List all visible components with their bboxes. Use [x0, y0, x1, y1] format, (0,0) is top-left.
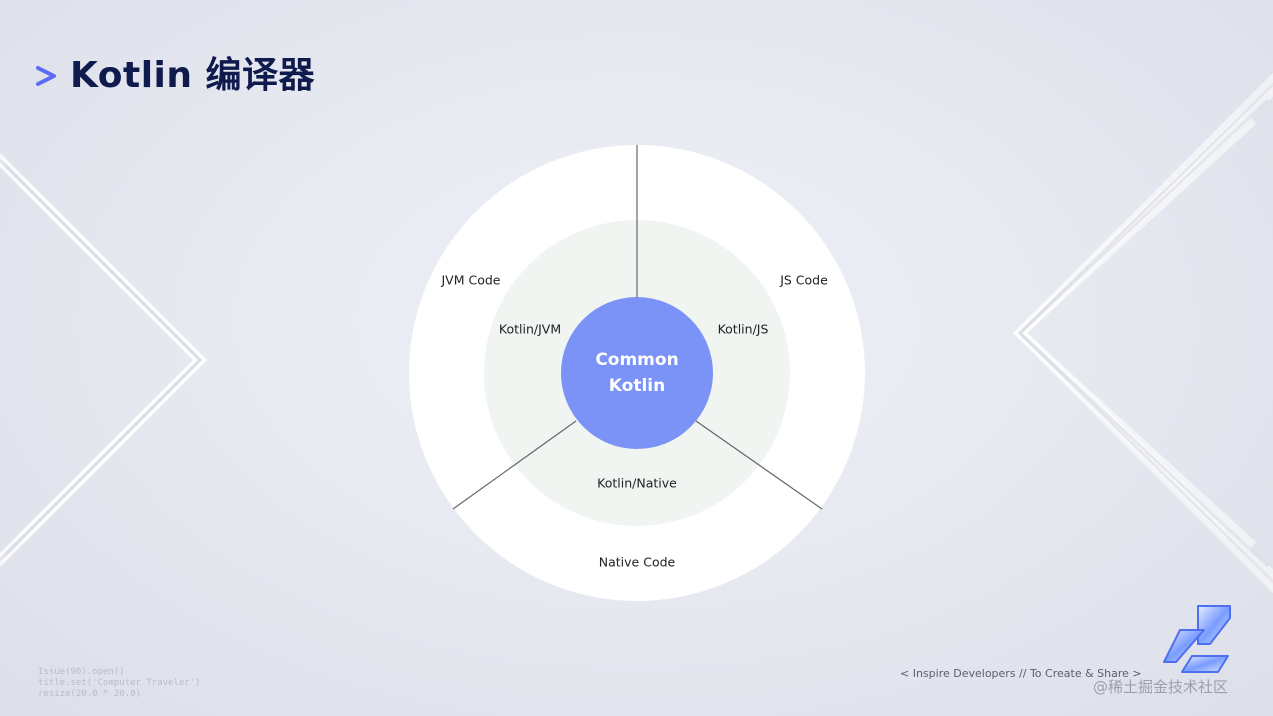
brand-logo-icon — [1163, 605, 1231, 673]
outer-label-js: JS Code — [780, 272, 828, 288]
divider-left — [452, 420, 577, 510]
inner-label-native: Kotlin/Native — [597, 475, 677, 491]
page-title: Kotlin 编译器 — [70, 55, 316, 96]
center-label-line2: Kotlin — [608, 376, 666, 396]
center-circle — [561, 297, 713, 449]
center-label: Common Kotlin — [595, 347, 678, 399]
header: Kotlin 编译器 — [34, 52, 315, 100]
inner-label-js: Kotlin/JS — [717, 321, 769, 337]
inner-label-jvm: Kotlin/JVM — [498, 321, 562, 337]
chevron-right-icon — [36, 66, 56, 86]
outer-label-jvm: JVM Code — [441, 272, 501, 288]
outer-label-native: Native Code — [598, 554, 676, 570]
watermark: @稀土掘金技术社区 — [1093, 678, 1229, 696]
code-line: Issue(90).open() — [38, 667, 125, 677]
center-label-line1: Common — [595, 350, 679, 370]
code-line: title.set('Computer Traveler') — [38, 678, 201, 688]
divider-right — [695, 420, 823, 510]
footer-code: Issue(90).open() title.set('Computer Tra… — [38, 667, 201, 700]
footer-tagline: < Inspire Developers // To Create & Shar… — [900, 667, 1142, 680]
code-line: resize(20.0 * 20.0) — [38, 689, 141, 699]
